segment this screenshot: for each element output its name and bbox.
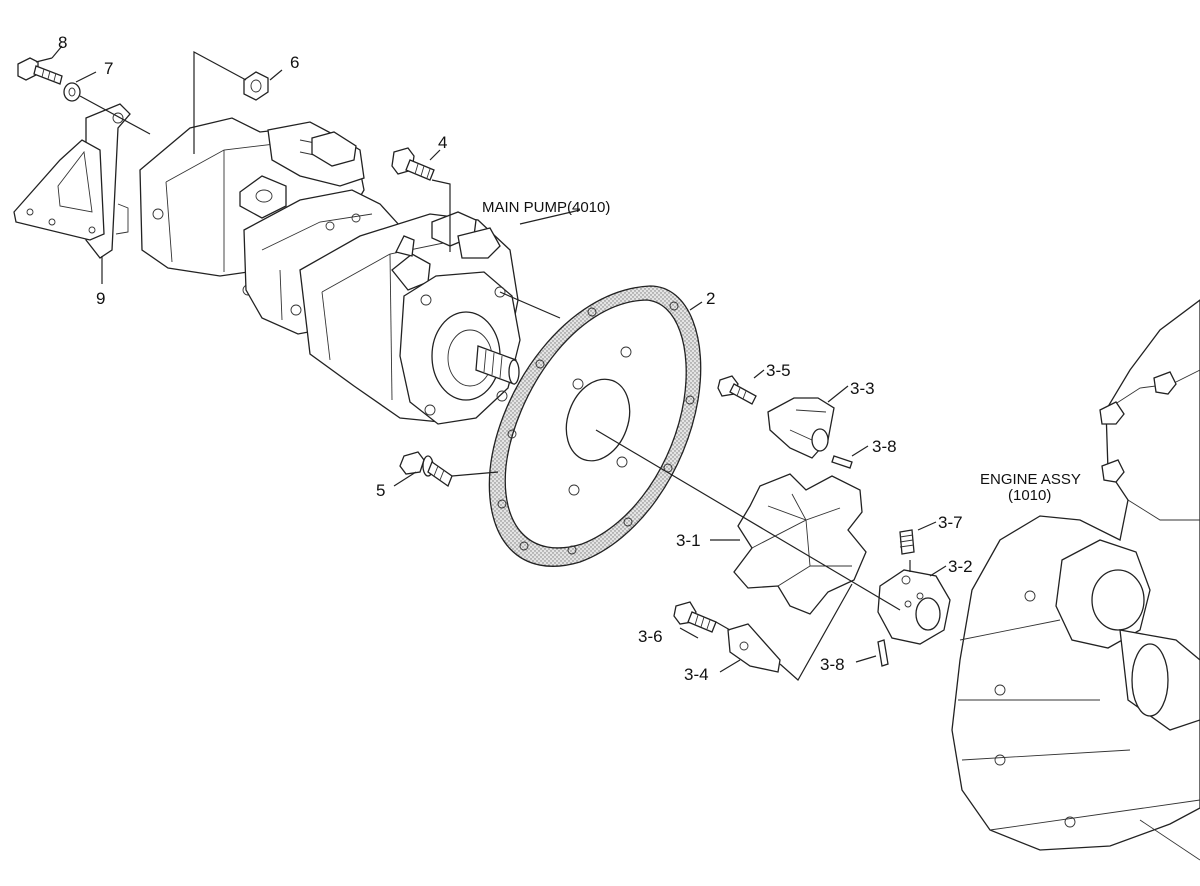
wedge-part-3-4 — [727, 623, 781, 673]
assembly-labels: MAIN PUMP(4010) ENGINE ASSY (1010) — [482, 199, 1081, 504]
engine-assy-label: ENGINE ASSY — [980, 471, 1081, 488]
pin-part-3-8-upper — [831, 455, 853, 469]
rubber-coupling-part-3-1 — [733, 473, 867, 615]
bolt-part-5 — [399, 451, 453, 488]
pin-part-3-8-lower — [877, 639, 889, 667]
callout-5: 5 — [376, 481, 385, 500]
bracket-part-9 — [13, 103, 131, 259]
bolt-part-3-6 — [673, 601, 717, 633]
bolt-part-4 — [391, 147, 435, 181]
callout-3-2: 3-2 — [948, 557, 973, 576]
callout-3-6: 3-6 — [638, 627, 663, 646]
hub-part-3-2 — [877, 569, 951, 645]
washer-part-7 — [63, 82, 81, 102]
callout-8: 8 — [58, 33, 67, 52]
callout-3-3: 3-3 — [850, 379, 875, 398]
engine-assy-number: (1010) — [1008, 487, 1051, 504]
callout-labels: 8 7 6 4 9 2 3-5 3-3 3-8 5 3-7 3-1 3-2 3-… — [58, 33, 973, 684]
callout-9: 9 — [96, 289, 105, 308]
nut-part-6 — [243, 71, 269, 101]
callout-3-5: 3-5 — [766, 361, 791, 380]
leader-lines — [35, 45, 947, 681]
callout-3-8-upper: 3-8 — [872, 437, 897, 456]
engine-assembly — [951, 299, 1200, 861]
callout-6: 6 — [290, 53, 299, 72]
bolt-part-8 — [17, 57, 63, 85]
callout-7: 7 — [104, 59, 113, 78]
main-pump-assembly — [139, 117, 521, 425]
callout-2: 2 — [706, 289, 715, 308]
flywheel-plate-part-2 — [488, 285, 702, 567]
main-pump-label: MAIN PUMP(4010) — [482, 199, 610, 216]
callout-3-4: 3-4 — [684, 665, 709, 684]
callout-4: 4 — [438, 133, 447, 152]
callout-3-1: 3-1 — [676, 531, 701, 550]
bolt-part-3-5 — [717, 375, 757, 405]
set-screw-part-3-7 — [899, 529, 915, 555]
callout-3-8-lower: 3-8 — [820, 655, 845, 674]
callout-3-7: 3-7 — [938, 513, 963, 532]
clamp-part-3-3 — [767, 397, 835, 459]
